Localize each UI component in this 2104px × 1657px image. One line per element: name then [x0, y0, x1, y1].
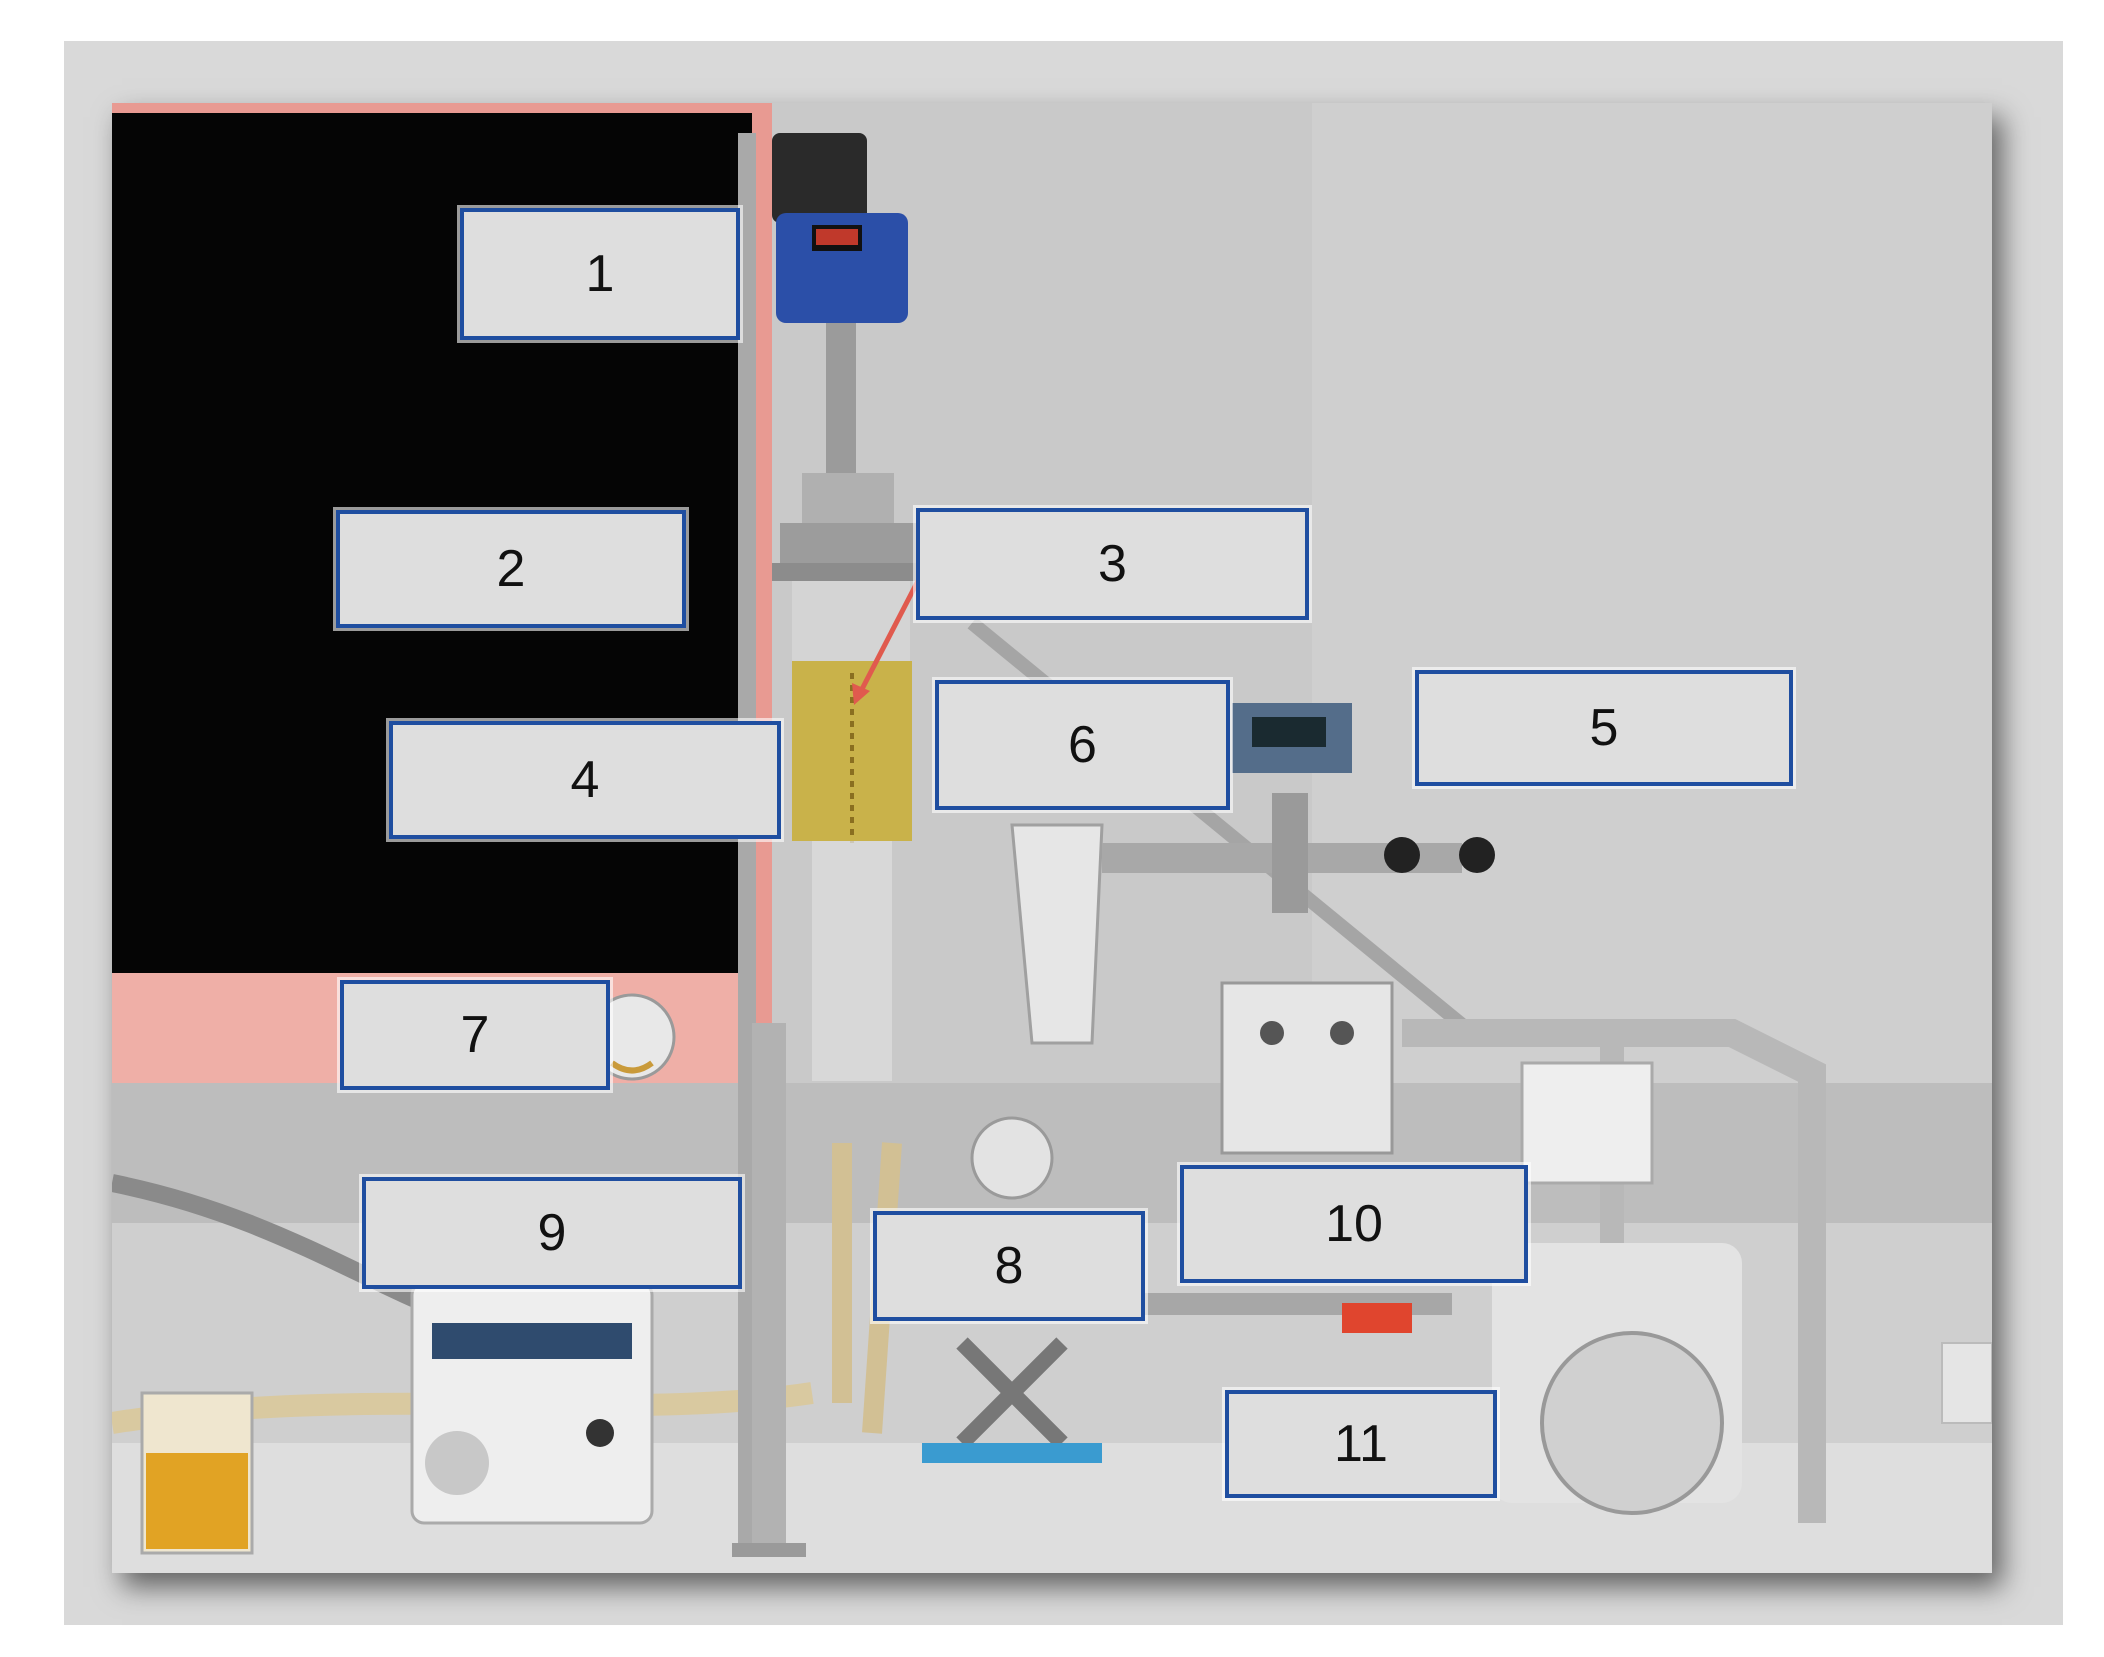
callout-label-8: 8 — [873, 1211, 1145, 1321]
callout-label-9: 9 — [362, 1177, 742, 1289]
callout-label-4: 4 — [389, 721, 781, 839]
callout-label-3: 3 — [916, 508, 1309, 620]
callout-label-11: 11 — [1225, 1390, 1497, 1498]
callout-label-1: 1 — [460, 208, 740, 340]
callout-label-7: 7 — [340, 980, 610, 1090]
callout-label-5: 5 — [1415, 670, 1793, 786]
callout-label-2: 2 — [336, 510, 686, 628]
callout-label-6: 6 — [935, 680, 1230, 810]
callout-label-10: 10 — [1180, 1165, 1528, 1283]
